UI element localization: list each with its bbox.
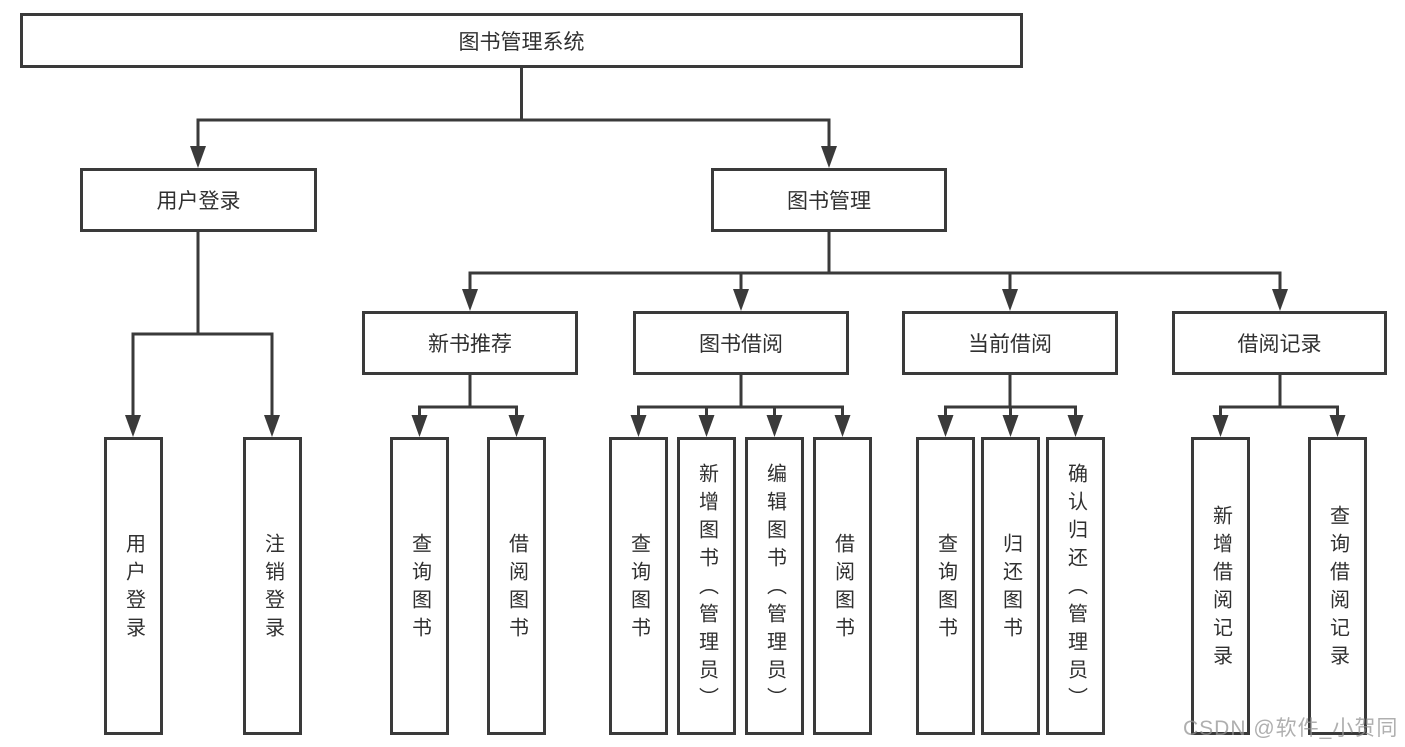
- leaf-query-books-current: 查询图书: [916, 437, 975, 735]
- leaf-return-book: 归还图书: [981, 437, 1040, 735]
- leaf-query-books-recommend: 查询图书: [390, 437, 449, 735]
- leaf-logout: 注销登录: [243, 437, 302, 735]
- node-book-borrowing: 图书借阅: [633, 311, 849, 375]
- leaf-add-book-admin: 新增图书（管理员）: [677, 437, 736, 735]
- csdn-watermark: CSDN @软件_小贺同学: [1183, 717, 1399, 740]
- leaf-borrow-books-recommend: 借阅图书: [487, 437, 546, 735]
- leaf-query-books-borrowing: 查询图书: [609, 437, 668, 735]
- leaf-confirm-return-admin: 确认归还（管理员）: [1046, 437, 1105, 735]
- leaf-add-borrow-record: 新增借阅记录: [1191, 437, 1250, 735]
- leaf-query-borrow-record: 查询借阅记录: [1308, 437, 1367, 735]
- node-current-borrowing: 当前借阅: [902, 311, 1118, 375]
- node-root-system: 图书管理系统: [20, 13, 1023, 68]
- leaf-borrow-books-borrowing: 借阅图书: [813, 437, 872, 735]
- leaf-edit-book-admin: 编辑图书（管理员）: [745, 437, 804, 735]
- node-user-login: 用户登录: [80, 168, 317, 232]
- leaf-user-login: 用户登录: [104, 437, 163, 735]
- node-book-management: 图书管理: [711, 168, 947, 232]
- node-new-book-recommend: 新书推荐: [362, 311, 578, 375]
- node-borrowing-records: 借阅记录: [1172, 311, 1387, 375]
